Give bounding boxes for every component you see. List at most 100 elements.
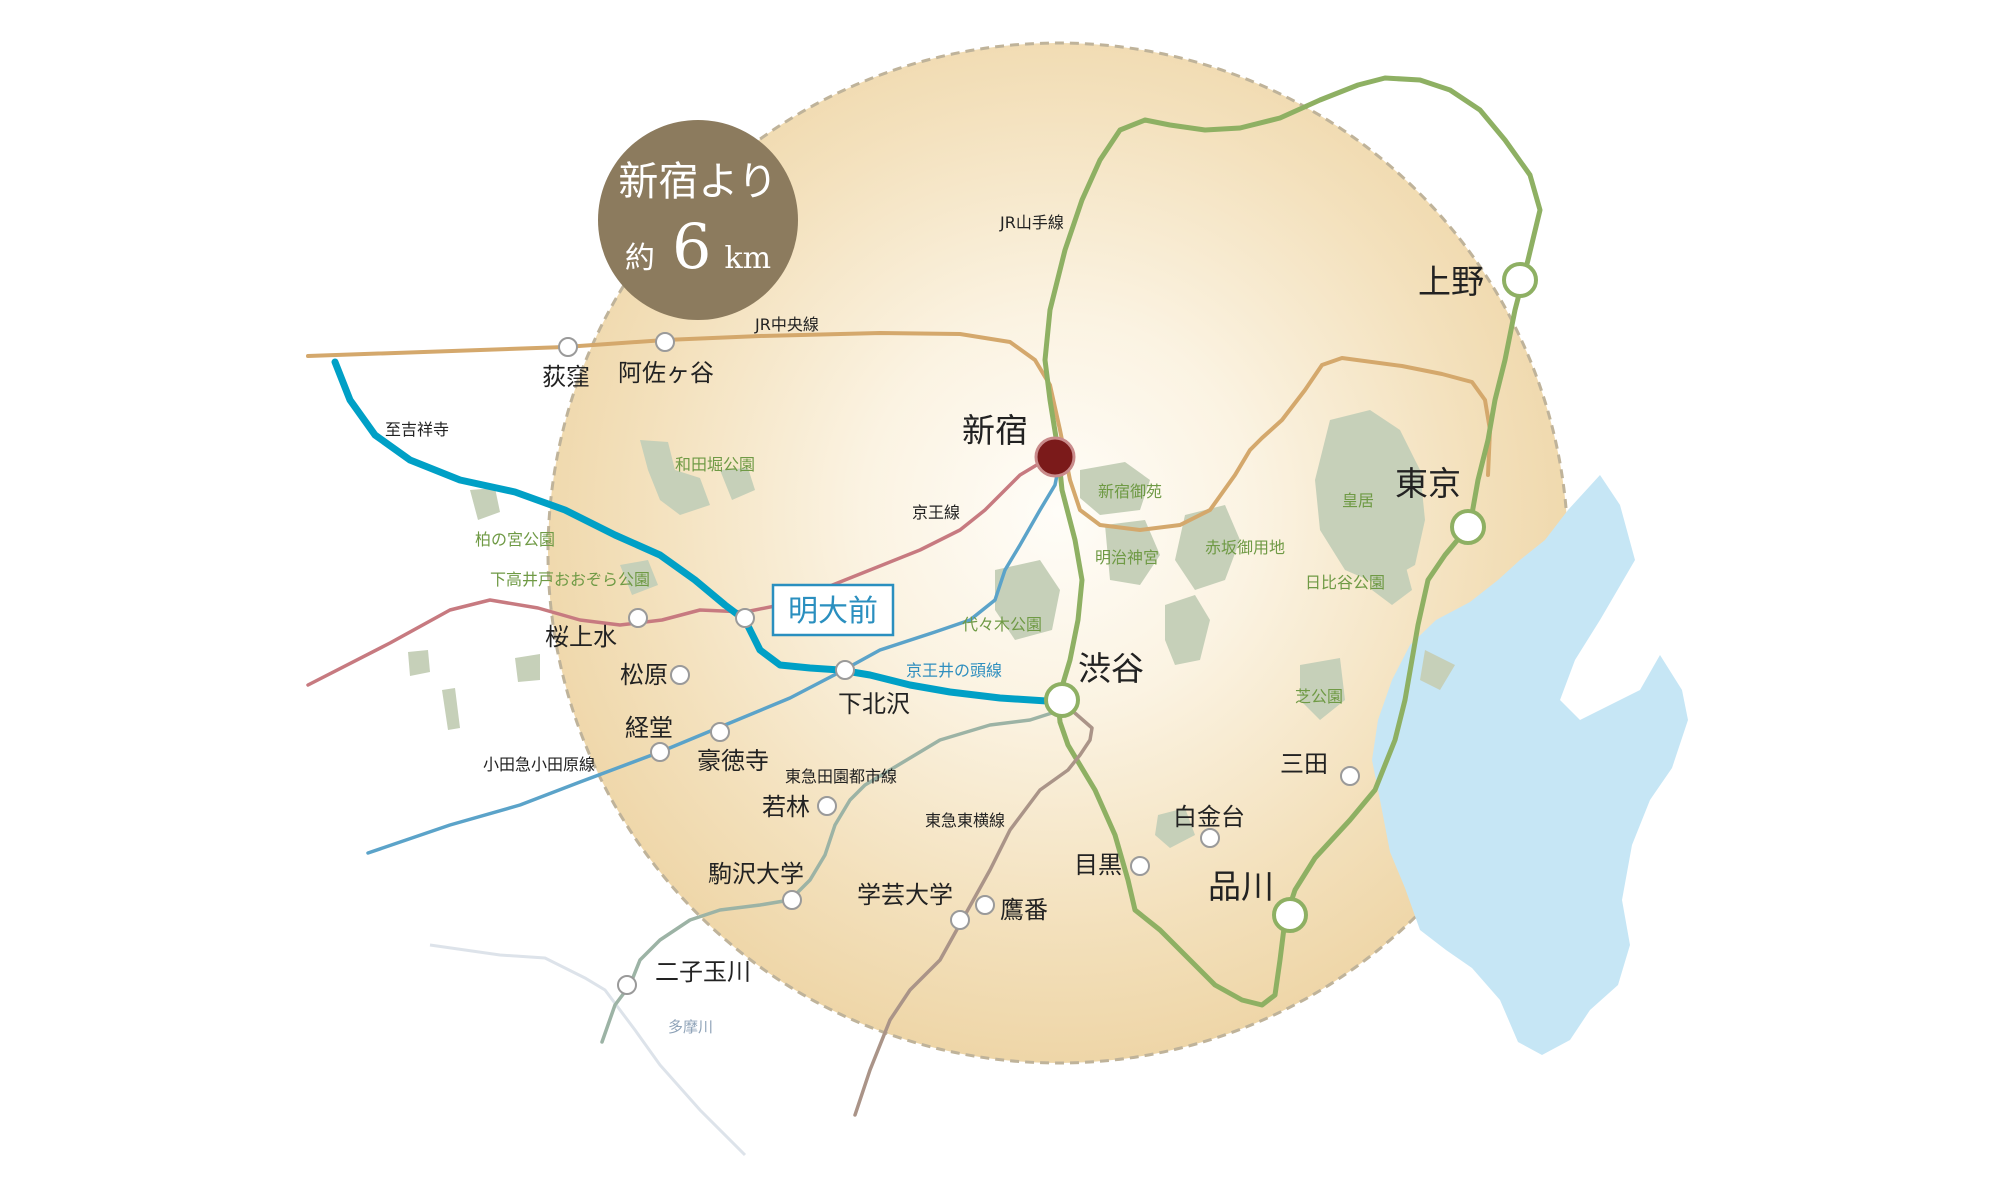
target-station: 明大前 <box>771 583 895 637</box>
label-yamanote: JR山手線 <box>999 213 1064 232</box>
target-station-label: 明大前 <box>788 594 878 629</box>
station-gakugei-dot <box>950 910 970 930</box>
label-meiji: 明治神宮 <box>1095 548 1159 567</box>
station-labels: 新宿 渋谷 東京 上野 品川 目黒 白金台 三田 荻窪 阿佐ヶ谷 桜上水 松原 … <box>542 262 1484 986</box>
label-meguro: 目黒 <box>1074 851 1122 879</box>
label-shibuya: 渋谷 <box>1078 649 1144 688</box>
station-shibuya-ring <box>1044 682 1080 718</box>
station-shirokanedai-dot <box>1200 828 1220 848</box>
park-shiba <box>1300 658 1345 720</box>
park-kokyo <box>1315 410 1425 585</box>
label-kokyo: 皇居 <box>1342 491 1374 510</box>
distance-badge: 新宿より 約 6 km <box>598 120 798 320</box>
station-meidaimae-dot <box>735 608 755 628</box>
park-meiji <box>1105 520 1160 585</box>
label-shinjukugyoen: 新宿御苑 <box>1098 482 1162 501</box>
label-futakotamagawa: 二子玉川 <box>655 958 751 986</box>
label-toyoko: 東急東横線 <box>925 811 1005 830</box>
park-small-4 <box>720 468 755 500</box>
park-small-7 <box>442 688 460 730</box>
label-ueno: 上野 <box>1418 262 1484 301</box>
badge-circle <box>598 120 798 320</box>
label-shimokitazawa: 下北沢 <box>838 690 910 718</box>
label-shiba: 芝公園 <box>1295 687 1343 706</box>
station-shinjuku-hub <box>1034 436 1076 478</box>
label-kichijoji: 至吉祥寺 <box>385 420 449 439</box>
label-wakabayashi: 若林 <box>762 793 810 821</box>
station-gotokuji-dot <box>710 722 730 742</box>
park-small-3 <box>1420 650 1455 690</box>
park-small-2 <box>1155 808 1195 848</box>
park-shimotakaido <box>620 560 658 595</box>
label-tokyo: 東京 <box>1395 464 1461 503</box>
label-denentoshi: 東急田園都市線 <box>785 767 897 786</box>
badge-unit: km <box>725 241 772 276</box>
label-inokashira: 京王井の頭線 <box>906 661 1002 680</box>
label-shinjuku: 新宿 <box>962 411 1028 450</box>
line-yamanote <box>1042 75 1543 1008</box>
major-stations-layer <box>1044 262 1538 933</box>
target-station-box <box>771 583 895 637</box>
station-asagaya-dot <box>655 332 675 352</box>
badge-prefix: 約 <box>625 241 655 276</box>
line-inokashira <box>366 458 1062 855</box>
label-asagaya: 阿佐ヶ谷 <box>618 359 714 387</box>
label-akasaka: 赤坂御用地 <box>1205 538 1285 557</box>
station-shimokitazawa-dot <box>835 660 855 680</box>
label-keio: 京王線 <box>912 503 960 522</box>
label-kashiwanomiya: 柏の宮公園 <box>475 530 555 549</box>
rail-lines <box>306 75 1543 1117</box>
badge-number: 6 <box>672 210 711 283</box>
tama-river <box>429 943 747 1157</box>
station-futakotamagawa-dot <box>617 975 637 995</box>
label-shirokanedai: 白金台 <box>1173 803 1245 831</box>
label-gotokuji: 豪徳寺 <box>697 747 769 775</box>
park-labels: 和田堀公園 柏の宮公園 下高井戸おおぞら公園 新宿御苑 明治神宮 赤坂御用地 皇… <box>475 455 1385 706</box>
line-toyoko <box>853 698 1094 1117</box>
badge-line2: 約 6 km <box>625 210 771 283</box>
station-kyodo-dot <box>650 742 670 762</box>
line-denentoshi <box>600 710 1057 1044</box>
line-chuo <box>306 331 1492 532</box>
station-ogikubo-dot <box>558 337 578 357</box>
label-komazawa: 駒沢大学 <box>708 860 804 888</box>
park-gyoen <box>1080 462 1150 515</box>
label-river: 多摩川 <box>668 1018 713 1036</box>
label-mita: 三田 <box>1280 750 1328 778</box>
label-hibiya: 日比谷公園 <box>1305 573 1385 592</box>
station-komazawa-dot <box>782 890 802 910</box>
park-wadabori <box>640 440 710 515</box>
label-ogikubo: 荻窪 <box>542 363 590 391</box>
station-shinagawa-ring <box>1272 897 1308 933</box>
station-takaban-dot <box>975 895 995 915</box>
park-small-6 <box>515 654 540 682</box>
station-sakurajosui-dot <box>628 608 648 628</box>
label-kyodo: 経堂 <box>625 714 673 742</box>
label-sakurajosui: 桜上水 <box>545 623 617 651</box>
park-akasaka <box>1175 505 1240 590</box>
park-small-5 <box>408 650 430 676</box>
park-hibiya <box>1372 552 1412 605</box>
badge-line1: 新宿より <box>618 159 777 205</box>
station-mita-dot <box>1340 766 1360 786</box>
label-takaban: 鷹番 <box>1000 896 1048 924</box>
station-matsubara-dot <box>670 665 690 685</box>
label-odakyu: 小田急小田原線 <box>483 755 595 774</box>
label-yoyogi: 代々木公園 <box>962 615 1042 634</box>
stations-layer <box>558 332 1360 995</box>
line-labels: JR山手線 JR中央線 至吉祥寺 京王線 京王井の頭線 小田急小田原線 東急田園… <box>385 213 1064 830</box>
station-meguro-dot <box>1130 856 1150 876</box>
label-chuo: JR中央線 <box>754 315 819 334</box>
tokyo-bay <box>1372 475 1688 1055</box>
park-kashiwanomiya <box>470 488 500 520</box>
line-odakyu <box>331 358 1066 706</box>
label-matsubara: 松原 <box>620 661 668 689</box>
label-gakugei: 学芸大学 <box>857 881 953 909</box>
label-wadabori: 和田堀公園 <box>675 455 755 474</box>
park-yoyogi <box>995 560 1060 640</box>
station-ueno-ring <box>1502 262 1538 298</box>
label-shimotakaido: 下高井戸おおぞら公園 <box>490 570 650 589</box>
label-shinagawa: 品川 <box>1208 867 1274 906</box>
